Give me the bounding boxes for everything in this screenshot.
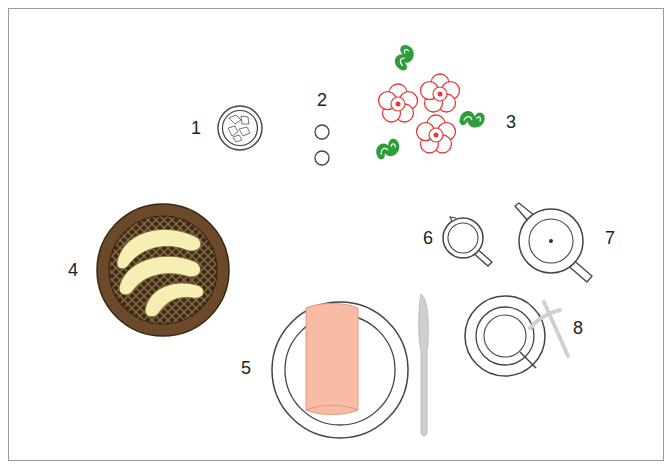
callout-number: 5 <box>241 359 251 377</box>
callout-number: 6 <box>423 229 433 247</box>
callout-number: 4 <box>68 261 78 279</box>
callout-number: 7 <box>605 229 615 247</box>
knife <box>419 294 429 436</box>
sugar-bowl <box>218 106 262 150</box>
cup-and-saucer <box>465 296 568 376</box>
teapot <box>515 203 592 282</box>
creamer <box>443 217 492 266</box>
dinner-plate <box>272 302 408 438</box>
callout-number: 1 <box>191 119 201 137</box>
callout-number: 3 <box>506 113 516 131</box>
callout-number: 2 <box>317 91 327 109</box>
callout-number: 8 <box>573 319 583 337</box>
bread-basket <box>97 204 229 336</box>
salt-pepper-shakers <box>315 125 329 165</box>
flower-arrangement <box>373 43 485 161</box>
